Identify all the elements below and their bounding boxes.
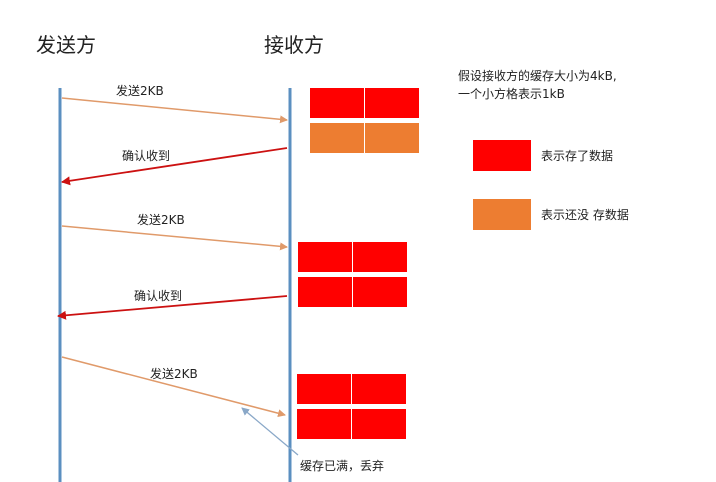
buffer-1-cell-filled xyxy=(310,88,364,118)
send-label-1: 发送2KB xyxy=(116,83,164,98)
buffer-3-cell-filled xyxy=(297,374,351,404)
send-arrow-1 xyxy=(61,97,288,124)
buffer-2-cell-filled xyxy=(298,277,352,307)
assumption-line-1: 假设接收方的缓存大小为4kB, xyxy=(458,68,617,83)
ack-label-2: 确认收到 xyxy=(134,289,182,303)
ack-label-1: 确认收到 xyxy=(122,149,170,163)
buffer-2 xyxy=(298,242,407,307)
buffer-2-cell-filled xyxy=(298,242,352,272)
buffer-1-cell-empty xyxy=(365,123,419,153)
buffer-3-cell-filled xyxy=(352,409,406,439)
buffer-1 xyxy=(310,88,419,153)
overflow-note: 缓存已满，丢弃 xyxy=(300,458,384,473)
ack-arrow-2 xyxy=(57,295,288,320)
buffer-1-cell-empty xyxy=(310,123,364,153)
ack-arrow-1 xyxy=(61,147,288,186)
buffer-2-cell-filled xyxy=(353,277,407,307)
legend-empty-swatch xyxy=(473,199,531,230)
buffer-3-cell-filled xyxy=(297,409,351,439)
note-pointer-arrow xyxy=(241,407,299,456)
legend-filled-swatch xyxy=(473,140,531,171)
buffer-1-cell-filled xyxy=(365,88,419,118)
send-label-3: 发送2KB xyxy=(150,366,198,381)
buffer-2-cell-filled xyxy=(353,242,407,272)
buffer-3 xyxy=(297,374,406,439)
buffer-3-cell-filled xyxy=(352,374,406,404)
send-label-2: 发送2KB xyxy=(137,212,185,227)
assumption-line-2: 一个小方格表示1kB xyxy=(458,86,565,101)
send-arrow-3 xyxy=(61,356,286,418)
legend-filled-label: 表示存了数据 xyxy=(541,148,613,163)
receiver-heading: 接收方 xyxy=(264,33,324,57)
send-arrow-2 xyxy=(61,225,288,251)
sender-heading: 发送方 xyxy=(36,33,96,57)
legend-empty-label: 表示还没 存数据 xyxy=(541,207,629,222)
